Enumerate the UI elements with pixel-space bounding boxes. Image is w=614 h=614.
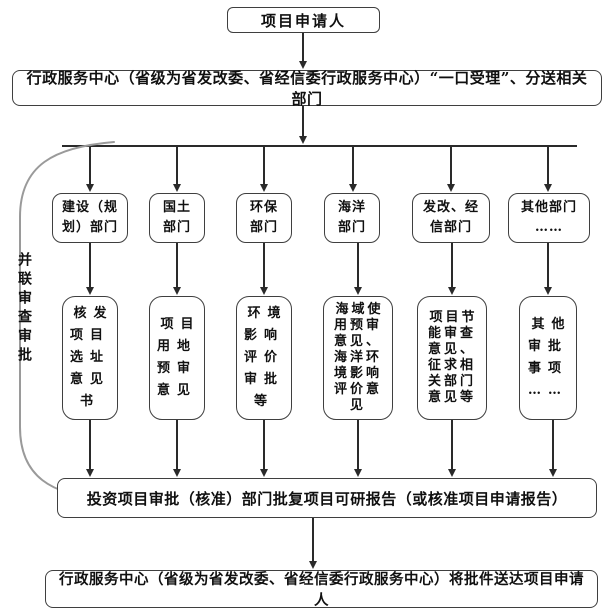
dept-box-marine: 海洋 部门: [324, 193, 380, 243]
arrow-dept-to-item-6: [547, 243, 549, 288]
dept-box-construction-planning: 建设（规 划）部门: [52, 193, 128, 243]
arrow-line-to-dept-3: [263, 147, 265, 185]
arrow-intake-to-distribution: [302, 106, 304, 137]
arrow-line-to-dept-5: [450, 147, 452, 185]
intake-center-box: 行政服务中心（省级为省发改委、省经信委行政服务中心）“一口受理”、分送相关部门: [12, 69, 602, 108]
arrow-item-to-approval-2: [176, 420, 178, 470]
item-box-other-items: 其他 审批 事项 ……: [519, 296, 577, 420]
distribution-line: [62, 145, 577, 147]
arrow-dept-to-item-4: [357, 243, 359, 288]
arrow-approval-to-delivery: [312, 518, 314, 562]
dept-box-land: 国土 部门: [149, 193, 205, 243]
arrow-dept-to-item-2: [176, 243, 178, 288]
dept-box-drc-economy: 发改、经 信部门: [412, 193, 490, 243]
arrow-line-to-dept-4: [352, 147, 354, 185]
applicant-box: 项目申请人: [227, 7, 380, 33]
item-box-site-selection-opinion: 核发 项目 选址 意见 书: [62, 296, 118, 420]
arrow-line-to-dept-1: [89, 147, 91, 185]
arrow-line-to-dept-2: [176, 147, 178, 185]
arrow-item-to-approval-5: [451, 420, 453, 470]
dept-box-other: 其他部门 ……: [508, 193, 590, 243]
arrow-dept-to-item-1: [89, 243, 91, 288]
item-box-land-prereview-opinion: 项目 用地 预审 意见: [149, 296, 205, 420]
item-box-sea-use-opinion: 海域使 用预审 意见、 海洋环 境影响 评价意 见: [323, 296, 393, 420]
arrow-line-to-dept-6: [547, 147, 549, 185]
arrow-dept-to-item-3: [263, 243, 265, 288]
arrow-item-to-approval-3: [263, 420, 265, 470]
dept-box-environment: 环保 部门: [236, 193, 292, 243]
approval-box: 投资项目审批（核准）部门批复项目可研报告（或核准项目申请报告）: [57, 478, 597, 518]
item-box-energy-review-opinion: 项目节 能审查 意见、 征求相 关部门 意见等: [417, 296, 487, 420]
item-box-eia-approval: 环境 影响 评价 审批 等: [236, 296, 292, 420]
arrow-applicant-to-intake: [302, 33, 304, 62]
arrow-item-to-approval-6: [552, 420, 554, 470]
arrow-item-to-approval-1: [89, 420, 91, 470]
arrow-item-to-approval-4: [357, 420, 359, 470]
arrow-dept-to-item-5: [451, 243, 453, 288]
delivery-box: 行政服务中心（省级为省发改委、省经信委行政服务中心）将批件送达项目申请人: [45, 570, 598, 609]
parallel-review-label: 并联审查审批: [16, 252, 32, 366]
